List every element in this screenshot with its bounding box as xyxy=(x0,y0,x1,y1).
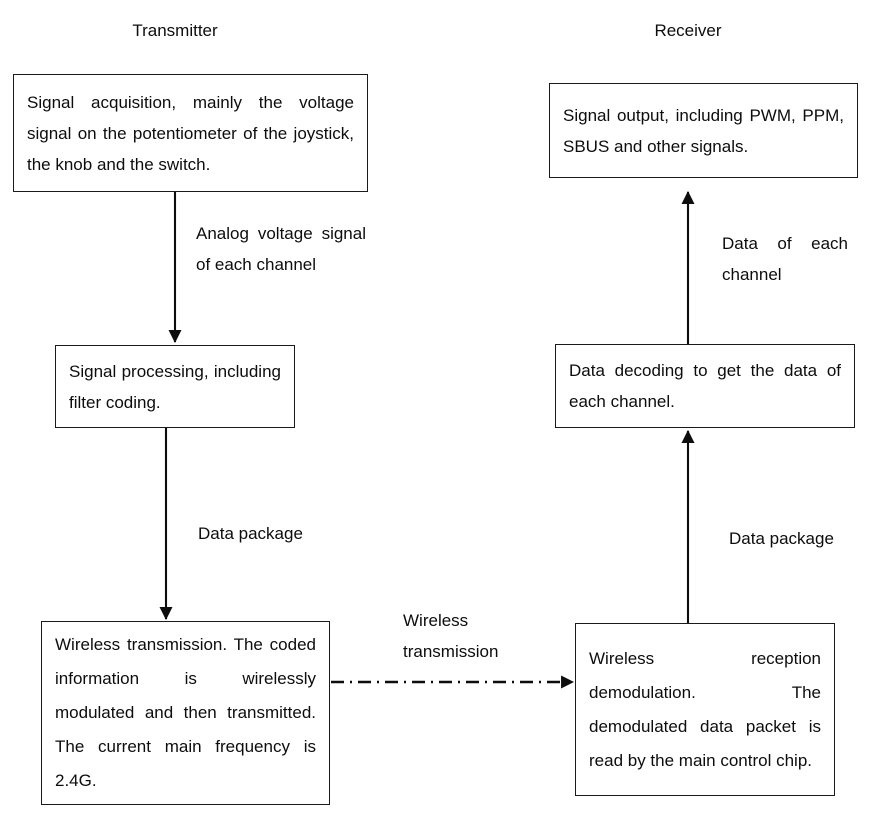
edge-label-wireless-transmission: Wireless transmission xyxy=(403,611,499,661)
box-wireless-transmission[interactable]: Wireless transmission. The coded informa… xyxy=(41,621,330,805)
box-signal-processing[interactable]: Signal processing, including filter codi… xyxy=(55,345,295,428)
box-wireless-reception[interactable]: Wireless reception demodulation. The dem… xyxy=(575,623,835,796)
edge-label-data-package-rx: Data package xyxy=(729,529,834,548)
edge-label-data-of-each-channel: Data of each channel xyxy=(722,234,848,284)
transmitter-header: Transmitter xyxy=(132,21,218,40)
box-signal-output[interactable]: Signal output, including PWM, PPM, SBUS … xyxy=(549,83,858,178)
box-signal-acquisition[interactable]: Signal acquisition, mainly the voltage s… xyxy=(13,74,368,192)
box-wireless-reception-text: Wireless reception demodulation. The dem… xyxy=(589,648,821,770)
receiver-header: Receiver xyxy=(654,21,722,40)
box-data-decoding-text: Data decoding to get the data of each ch… xyxy=(569,361,841,411)
box-signal-acquisition-text: Signal acquisition, mainly the voltage s… xyxy=(27,92,354,174)
edge-label-data-package-tx: Data package xyxy=(198,524,303,543)
box-wireless-transmission-text: Wireless transmission. The coded informa… xyxy=(55,635,316,790)
box-signal-output-text: Signal output, including PWM, PPM, SBUS … xyxy=(563,105,844,156)
box-data-decoding[interactable]: Data decoding to get the data of each ch… xyxy=(555,344,855,428)
edge-label-analog-voltage: Analog voltage signal of each channel xyxy=(196,224,366,274)
box-signal-processing-text: Signal processing, including filter codi… xyxy=(69,361,281,412)
